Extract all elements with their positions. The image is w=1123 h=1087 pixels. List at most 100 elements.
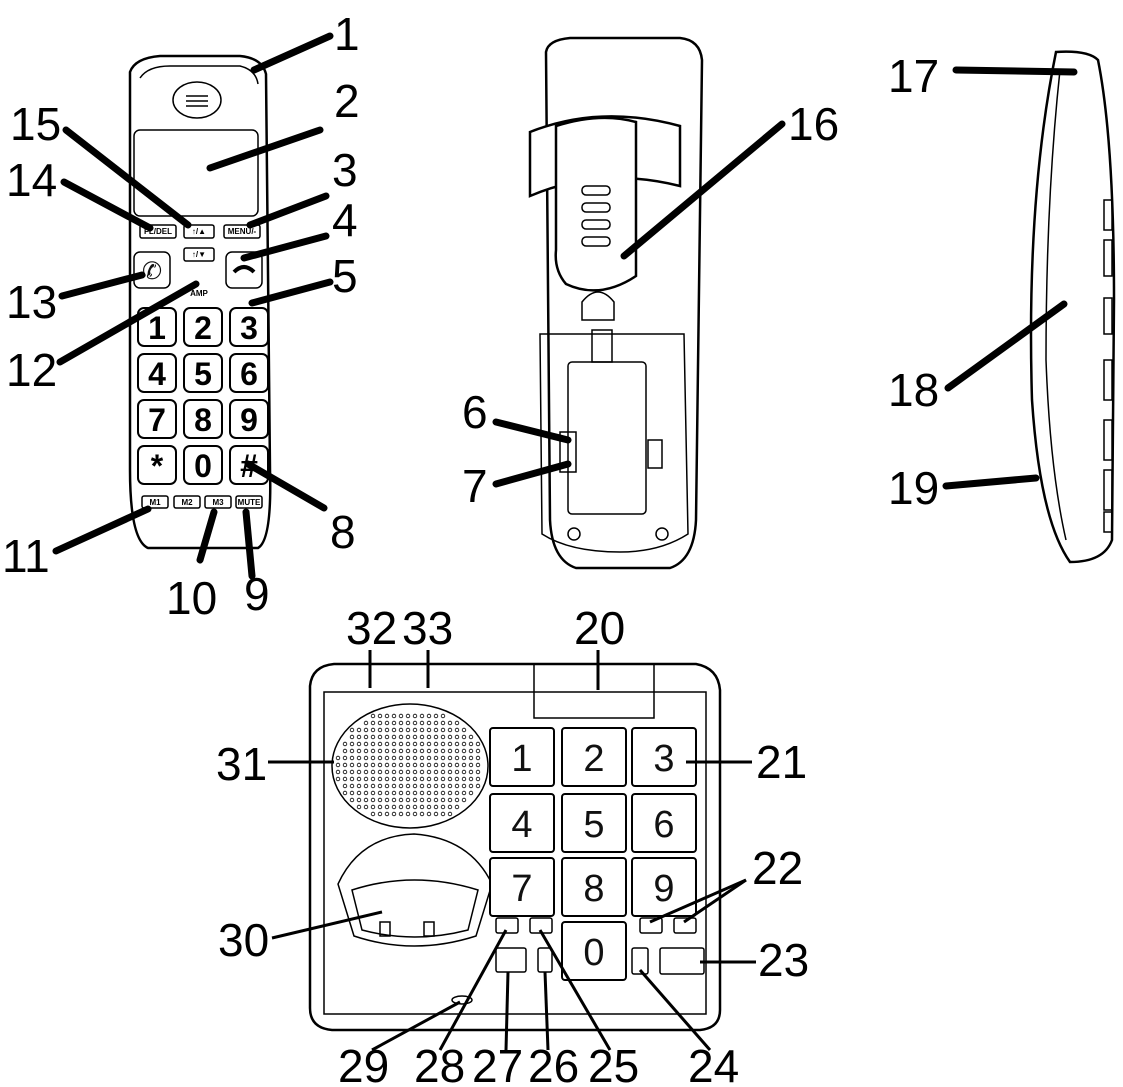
base-key[interactable]: 7 bbox=[489, 857, 555, 917]
handset-key-label: 0 bbox=[194, 448, 212, 484]
base-key-label: 0 bbox=[583, 932, 604, 974]
base-key[interactable]: 1 bbox=[489, 727, 555, 787]
base-key-label: 8 bbox=[583, 868, 604, 910]
charge-indicator bbox=[451, 995, 473, 1005]
handset-key-label: * bbox=[151, 448, 164, 484]
talk-icon: ✆ bbox=[142, 258, 162, 285]
callout-9: 9 bbox=[244, 568, 270, 620]
fl-del-button[interactable] bbox=[139, 224, 177, 239]
base-key-label: 1 bbox=[511, 738, 532, 780]
base-func-button-27[interactable] bbox=[495, 947, 527, 973]
callout-24: 24 bbox=[688, 1040, 739, 1087]
m2-label: M2 bbox=[181, 498, 193, 507]
handset-side bbox=[1029, 50, 1116, 564]
end-call-button[interactable] bbox=[225, 251, 263, 289]
callout-29: 29 bbox=[338, 1040, 389, 1087]
handset-key[interactable]: * bbox=[137, 445, 177, 485]
handset-key-label: 4 bbox=[148, 356, 166, 392]
callout-16: 16 bbox=[788, 98, 839, 150]
callout-3: 3 bbox=[332, 144, 358, 196]
base-key[interactable]: 5 bbox=[561, 793, 627, 853]
handset-key-label: 5 bbox=[194, 356, 212, 392]
menu-label: MENU/- bbox=[228, 227, 257, 236]
end-call-icon bbox=[232, 265, 256, 274]
callout-13: 13 bbox=[6, 276, 57, 328]
base-leader-lines bbox=[268, 650, 756, 1052]
callout-12: 12 bbox=[6, 344, 57, 396]
base-key-label: 2 bbox=[583, 738, 604, 780]
display-screen bbox=[133, 129, 259, 217]
talk-button[interactable] bbox=[133, 251, 171, 289]
mute-label: MUTE bbox=[238, 498, 261, 507]
base-key-label: 5 bbox=[583, 804, 604, 846]
base-key[interactable]: 9 bbox=[631, 857, 697, 917]
battery-connector bbox=[559, 431, 577, 473]
callout-2: 2 bbox=[334, 75, 360, 127]
mute-button[interactable] bbox=[235, 495, 263, 509]
callout-28: 28 bbox=[414, 1040, 465, 1087]
base-key-label: 6 bbox=[653, 804, 674, 846]
base-key[interactable]: 0 bbox=[561, 921, 627, 981]
handset-key[interactable]: 6 bbox=[229, 353, 269, 393]
down-button[interactable] bbox=[183, 247, 215, 262]
handset-key[interactable]: 0 bbox=[183, 445, 223, 485]
callout-10: 10 bbox=[166, 572, 217, 624]
m3-label: M3 bbox=[212, 498, 224, 507]
handset-key[interactable]: 5 bbox=[183, 353, 223, 393]
base-key[interactable]: 3 bbox=[631, 727, 697, 787]
callout-4: 4 bbox=[332, 194, 358, 246]
base-func-button-28[interactable] bbox=[495, 917, 519, 934]
m1-button[interactable] bbox=[141, 495, 169, 509]
callout-6: 6 bbox=[462, 386, 488, 438]
callout-22: 22 bbox=[752, 842, 803, 894]
callout-8: 8 bbox=[330, 506, 356, 558]
handset-key[interactable]: 3 bbox=[229, 307, 269, 347]
handset-key-label: 1 bbox=[148, 310, 166, 346]
handset-key[interactable]: 8 bbox=[183, 399, 223, 439]
callout-32: 32 bbox=[346, 602, 397, 654]
base-func-button-24[interactable] bbox=[631, 947, 649, 975]
base-func-button-22a[interactable] bbox=[639, 917, 663, 934]
callout-11: 11 bbox=[2, 530, 50, 582]
handset-key[interactable]: 7 bbox=[137, 399, 177, 439]
base-key-label: 4 bbox=[511, 804, 532, 846]
base-key[interactable]: 2 bbox=[561, 727, 627, 787]
callout-20: 20 bbox=[574, 602, 625, 654]
handset-key[interactable]: 2 bbox=[183, 307, 223, 347]
up-label: ↑/▲ bbox=[192, 227, 206, 236]
callout-33: 33 bbox=[402, 602, 453, 654]
base-key[interactable]: 4 bbox=[489, 793, 555, 853]
callout-1: 1 bbox=[334, 8, 360, 60]
base-key[interactable]: 8 bbox=[561, 857, 627, 917]
side-volume-button[interactable] bbox=[1103, 297, 1113, 335]
callout-labels: 1 2 3 4 5 6 7 8 9 10 11 12 13 14 15 16 1… bbox=[2, 8, 939, 1087]
handset-key[interactable]: 4 bbox=[137, 353, 177, 393]
callout-31: 31 bbox=[216, 738, 267, 790]
callout-18: 18 bbox=[888, 364, 939, 416]
base-key-label: 7 bbox=[511, 868, 532, 910]
callout-15: 15 bbox=[10, 98, 61, 150]
handset-leader-lines bbox=[52, 32, 334, 580]
menu-button[interactable] bbox=[223, 224, 261, 239]
callout-17: 17 bbox=[888, 50, 939, 102]
fl-del-label: FL/DEL bbox=[144, 227, 172, 236]
handset-key-label: 9 bbox=[240, 402, 258, 438]
base-key[interactable]: 6 bbox=[631, 793, 697, 853]
handset-key-label: 7 bbox=[148, 402, 166, 438]
paging-button[interactable] bbox=[533, 663, 655, 719]
speaker-grille bbox=[335, 713, 481, 817]
handset-key[interactable]: 9 bbox=[229, 399, 269, 439]
battery-compartment bbox=[539, 333, 689, 553]
callout-30: 30 bbox=[218, 914, 269, 966]
earpiece-speaker bbox=[172, 81, 222, 119]
m2-button[interactable] bbox=[173, 495, 201, 509]
handset-key-label: 2 bbox=[194, 310, 212, 346]
up-button[interactable] bbox=[183, 224, 215, 239]
base-func-button-22b[interactable] bbox=[673, 917, 697, 934]
handset-key-label: 3 bbox=[240, 310, 258, 346]
belt-clip-body bbox=[554, 116, 638, 292]
callout-25: 25 bbox=[588, 1040, 639, 1087]
m3-button[interactable] bbox=[204, 495, 232, 509]
